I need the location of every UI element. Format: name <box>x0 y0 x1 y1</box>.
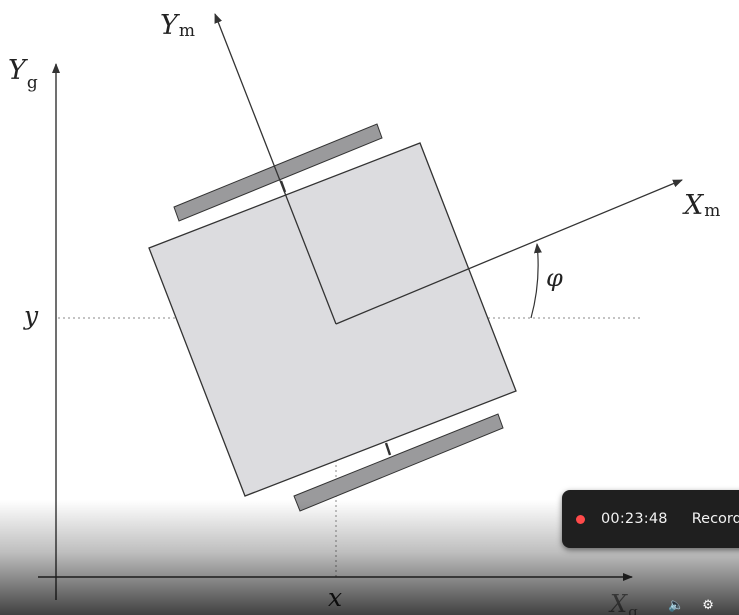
settings-icon[interactable]: ⚙ <box>702 598 714 613</box>
heading-angle-arc <box>530 243 542 319</box>
top-wheel <box>173 123 383 222</box>
recording-dot-icon <box>576 514 585 524</box>
player-controls: 🔈 ⚙ <box>660 596 739 615</box>
global-x-axis-label: Xg <box>608 590 638 615</box>
robot-y-axis-label: Ym <box>160 10 195 41</box>
y-coordinate-label: y <box>23 301 39 330</box>
robot-x-axis-label: Xm <box>682 190 720 221</box>
robot-x-axis <box>335 179 683 325</box>
global-y-axis-label: Yg <box>8 55 38 93</box>
x-coordinate-label: x <box>328 583 342 612</box>
record-label: Record <box>691 511 739 527</box>
recording-timer: 00:23:48 <box>601 511 668 527</box>
volume-icon[interactable]: 🔈 <box>668 598 685 613</box>
robot-y-axis <box>214 13 337 325</box>
bottom-wheel-axle <box>384 442 392 456</box>
recording-indicator[interactable]: 00:23:48 Record <box>562 490 739 548</box>
robot-body <box>148 142 517 497</box>
heading-angle-label: φ <box>546 264 563 292</box>
